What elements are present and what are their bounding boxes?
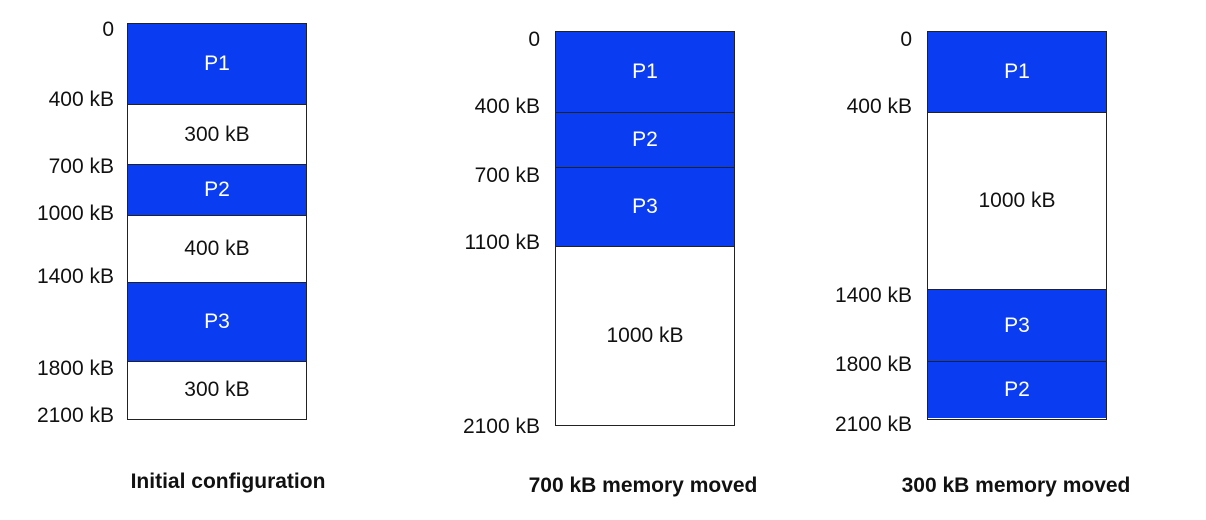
address-label: 0: [102, 18, 114, 41]
address-label: 1100 kB: [464, 231, 541, 254]
free-block: 1000 kB: [928, 112, 1106, 289]
process-block-p1: P1: [928, 32, 1106, 112]
process-block-p3: P3: [556, 167, 734, 246]
caption: Initial configuration: [130, 470, 326, 493]
address-label: 1400 kB: [36, 265, 114, 288]
memory-column: P1 300 kB P2 400 kB P3 300 kB: [127, 23, 307, 420]
free-block: 400 kB: [128, 215, 306, 282]
address-label: 700 kB: [474, 164, 540, 187]
address-label: 1400 kB: [834, 284, 912, 307]
process-block-p3: P3: [928, 289, 1106, 361]
memory-column: P1 1000 kB P3 P2: [927, 31, 1107, 420]
memory-column: P1 P2 P3 1000 kB: [555, 31, 735, 426]
caption: 700 kB memory moved: [528, 474, 758, 497]
address-label: 2100 kB: [834, 413, 912, 436]
address-label: 400 kB: [474, 95, 540, 118]
address-label: 1000 kB: [36, 202, 114, 225]
address-label: 400 kB: [48, 88, 114, 111]
free-block: 1000 kB: [556, 246, 734, 424]
address-label: 2100 kB: [462, 415, 540, 438]
address-label: 0: [528, 28, 540, 51]
process-block-p2: P2: [128, 164, 306, 215]
address-label: 0: [900, 28, 912, 51]
address-label: 2100 kB: [36, 404, 114, 427]
process-block-p2: P2: [928, 361, 1106, 418]
address-label: 1800 kB: [834, 353, 912, 376]
free-block: 300 kB: [128, 104, 306, 164]
process-block-p2: P2: [556, 112, 734, 167]
address-label: 700 kB: [48, 155, 114, 178]
caption: 300 kB memory moved: [901, 474, 1131, 497]
free-block: 300 kB: [128, 361, 306, 418]
process-block-p1: P1: [556, 32, 734, 112]
process-block-p1: P1: [128, 24, 306, 104]
address-label: 400 kB: [846, 95, 912, 118]
address-label: 1800 kB: [36, 357, 114, 380]
process-block-p3: P3: [128, 282, 306, 361]
